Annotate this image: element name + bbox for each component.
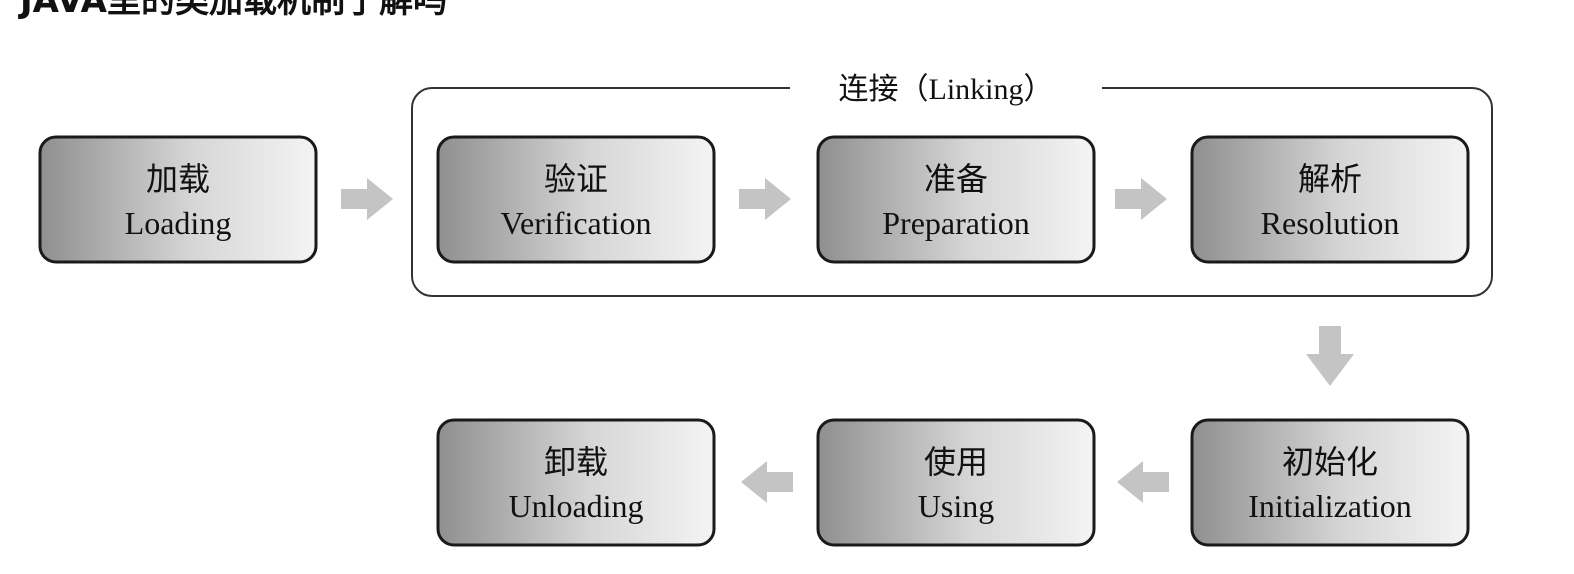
page-title: JAVA里的类加载机制了解吗 <box>20 0 447 21</box>
stage-box <box>38 135 318 264</box>
stage-box <box>436 418 716 547</box>
stage-label-cn: 解析 <box>1298 160 1362 198</box>
stage-label-cn: 加载 <box>146 160 210 198</box>
stage-label-en: Preparation <box>882 205 1030 241</box>
stage-label-en: Unloading <box>508 488 643 524</box>
arrow-left-icon <box>741 461 793 503</box>
stage-box <box>816 135 1096 264</box>
stage-box <box>816 418 1096 547</box>
stage-box <box>1190 135 1470 264</box>
stage-box <box>436 135 716 264</box>
stage-label-en: Loading <box>125 205 232 241</box>
stage-label-en: Initialization <box>1248 488 1412 524</box>
linking-group-label: 连接（Linking） <box>839 73 1054 106</box>
stage-label-cn: 验证 <box>544 160 608 198</box>
arrow-right-icon <box>1115 178 1167 220</box>
stage-verification: 验证 Verification <box>436 135 716 264</box>
stage-label-cn: 准备 <box>924 160 988 198</box>
stage-loading: 加载 Loading <box>38 135 318 264</box>
stage-label-cn: 卸载 <box>544 443 608 481</box>
arrow-left-icon <box>1117 461 1169 503</box>
stage-label-cn: 使用 <box>924 443 988 481</box>
stage-label-en: Verification <box>500 205 651 241</box>
stage-box <box>1190 418 1470 547</box>
stage-label-cn: 初始化 <box>1282 443 1378 481</box>
stage-resolution: 解析 Resolution <box>1190 135 1470 264</box>
stage-using: 使用 Using <box>816 418 1096 547</box>
arrow-right-icon <box>739 178 791 220</box>
stage-label-en: Resolution <box>1261 205 1400 241</box>
arrow-right-icon <box>341 178 393 220</box>
stage-preparation: 准备 Preparation <box>816 135 1096 264</box>
stage-unloading: 卸载 Unloading <box>436 418 716 547</box>
linking-group-label-gap <box>790 70 1102 110</box>
linking-group: 连接（Linking） <box>411 70 1493 297</box>
stage-label-en: Using <box>918 488 994 524</box>
arrow-down-icon <box>1306 326 1354 386</box>
stage-initialization: 初始化 Initialization <box>1190 418 1470 547</box>
